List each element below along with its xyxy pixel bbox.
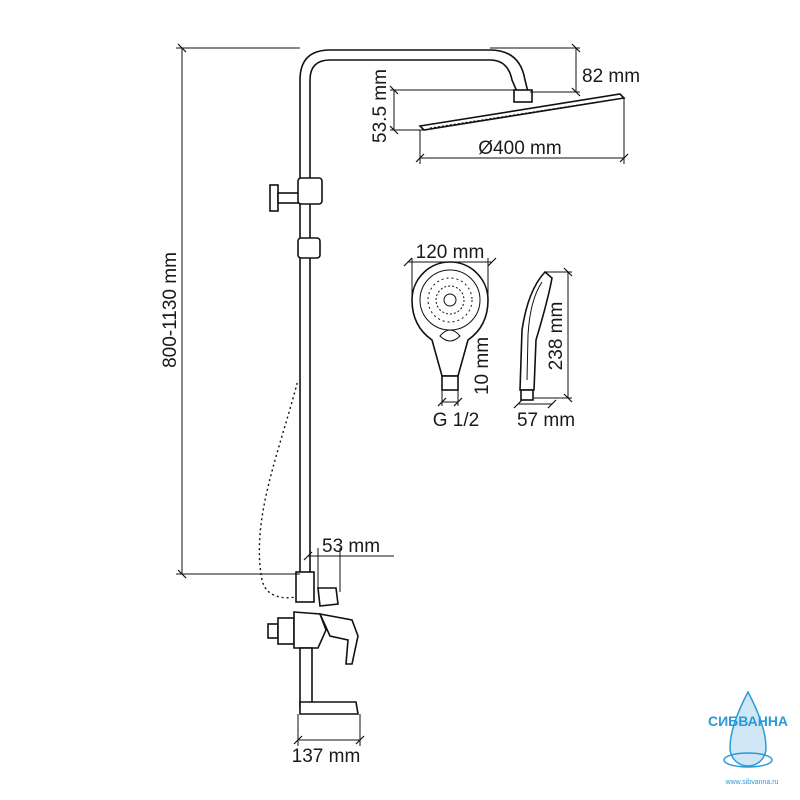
dim-height-total-label: 800-1130 mm — [160, 252, 181, 368]
dim-outlet-offset: 53 mm — [303, 536, 394, 592]
dim-arm-drop-label: 82 mm — [582, 66, 640, 87]
dim-spout-length: 137 mm — [292, 714, 365, 767]
dim-outlet-offset-label: 53 mm — [322, 536, 380, 557]
dim-head-diameter-label: Ø400 mm — [478, 138, 561, 159]
rain-shower-head — [418, 89, 626, 131]
dim-hand-thread-label: G 1/2 — [433, 410, 479, 431]
sibvanna-logo: СИБВАННА www.sibvanna.ru — [708, 690, 788, 786]
water-drop-icon — [729, 690, 767, 767]
dim-hand-depth-label: 57 mm — [517, 410, 575, 431]
logo-name: СИБВАННА — [708, 713, 788, 729]
dim-head-thickness: 53.5 mm — [370, 69, 514, 143]
dim-height-total: 800-1130 mm — [160, 43, 300, 579]
dim-head-thickness-label: 53.5 mm — [370, 69, 391, 143]
dim-spout-length-label: 137 mm — [292, 746, 361, 767]
dim-hand-length-label: 238 mm — [546, 302, 567, 371]
dim-head-diameter: Ø400 mm — [415, 98, 629, 164]
dim-hand-connector-label: 10 mm — [472, 337, 493, 395]
hand-shower-front: 120 mm 10 mm G 1/2 — [403, 242, 497, 431]
shower-hose — [258, 379, 301, 599]
dim-arm-drop: 82 mm — [490, 43, 640, 97]
slide-bar-holder — [269, 177, 323, 259]
hand-shower-side: 238 mm 57 mm — [513, 267, 575, 431]
mixer-body — [267, 571, 359, 715]
dim-hand-width-label: 120 mm — [416, 242, 485, 263]
riser-pipe — [299, 49, 529, 601]
logo-site: www.sibvanna.ru — [725, 779, 779, 786]
